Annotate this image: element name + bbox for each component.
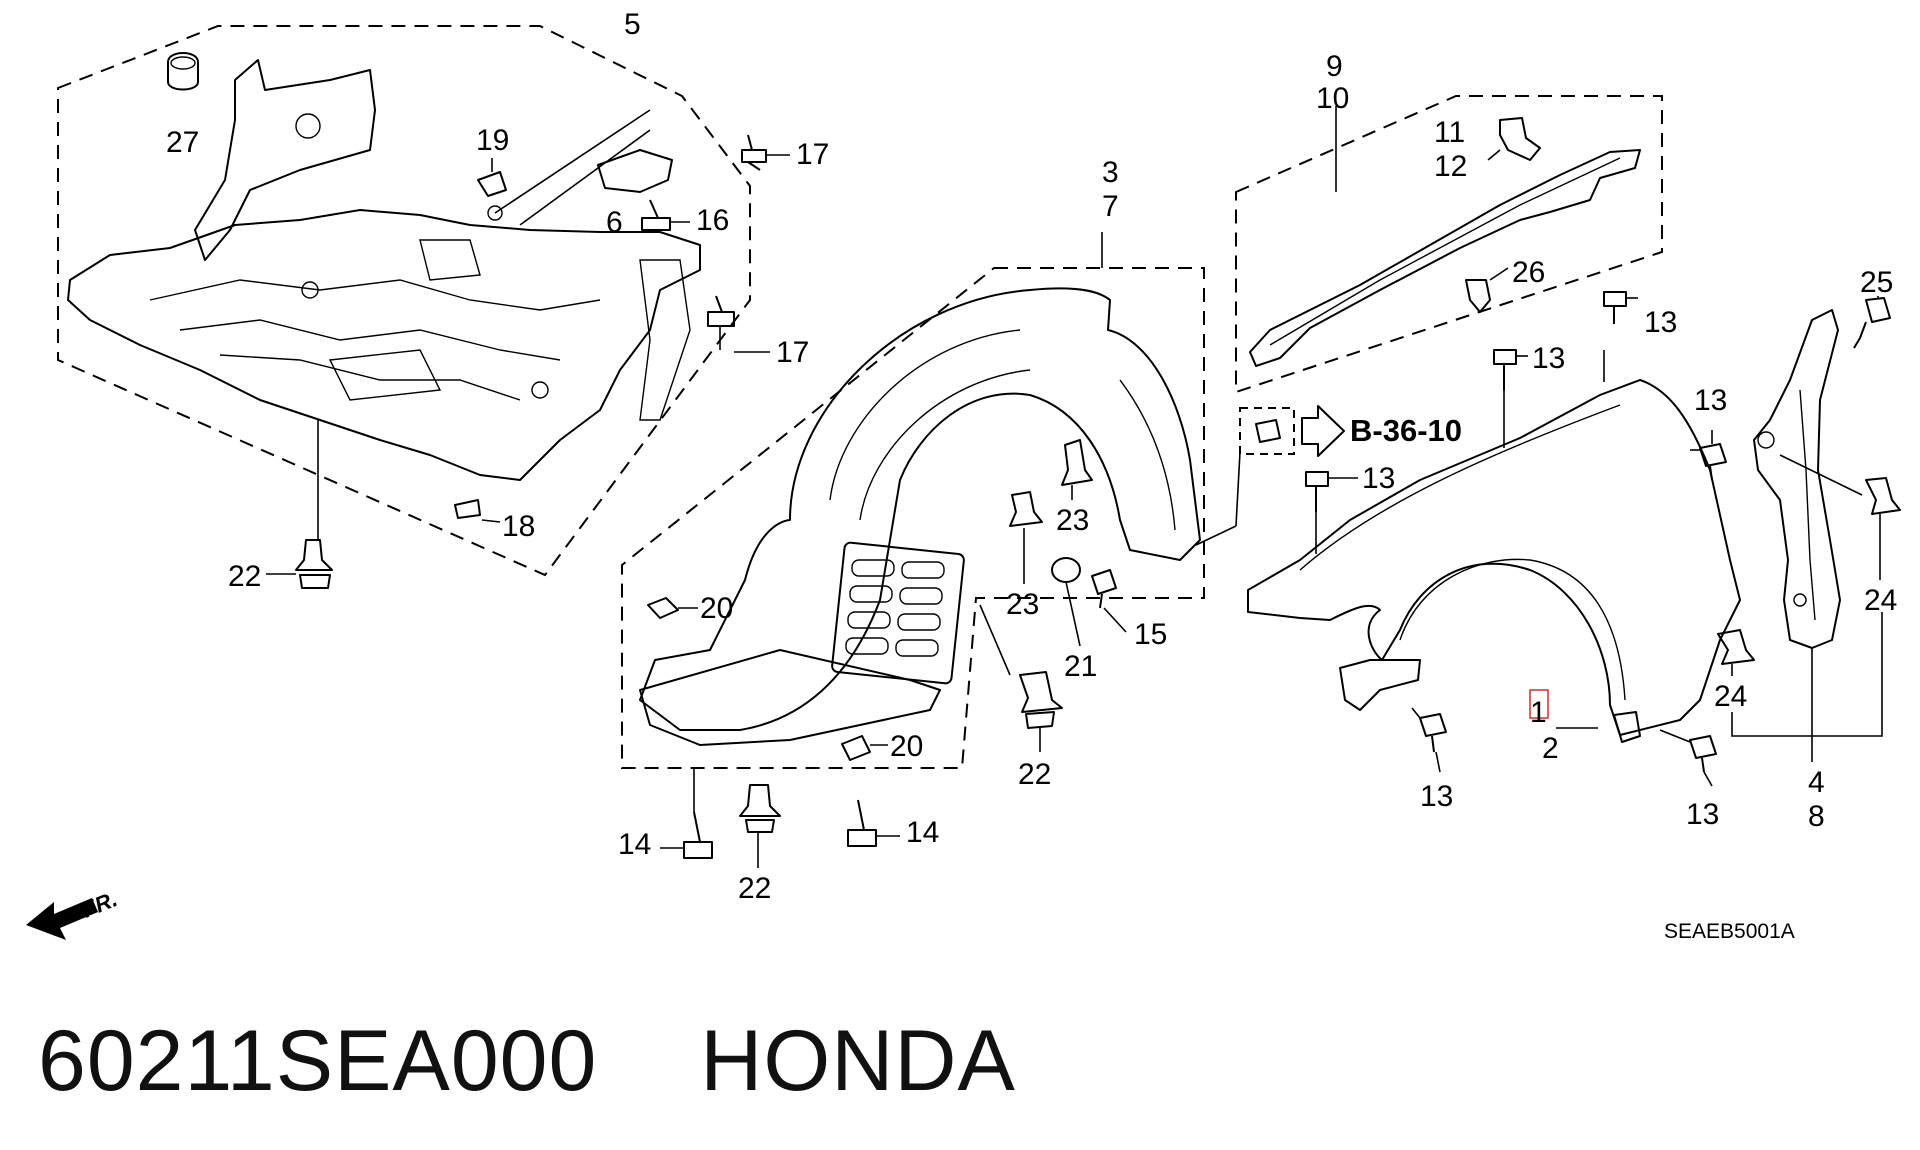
front-direction-label: FR. [79,886,121,922]
callout-11: 11 [1434,116,1465,149]
part-13-bolt-e [1411,707,1447,773]
part-24-clip-right [1865,477,1901,580]
brand-name: HONDA [700,1013,1016,1109]
part-14-bolt-left [660,768,713,859]
part-13-bolt-c [1305,471,1358,554]
inner-fender-group [621,232,1205,769]
callout-8: 8 [1808,800,1825,833]
callout-17-b: 17 [776,336,809,369]
callout-13-f: 13 [1686,798,1719,831]
part-18-nut [454,499,501,523]
part-13-bolt-b [1493,349,1528,448]
callout-24-b: 24 [1714,680,1747,713]
undercover-panel [67,209,701,481]
callout-1: 1 [1530,696,1547,729]
rail-group [1235,95,1663,394]
callout-19: 19 [476,124,509,157]
callout-21: 21 [1064,650,1097,683]
callout-20-b: 20 [890,730,923,763]
highlight-box [1529,689,1549,719]
part-22-clip-right [979,604,1063,752]
part-23-clip-lower [1009,491,1043,584]
part-13-bolt-f [1659,729,1717,787]
part-27-grommet [167,52,199,91]
callout-13-a: 13 [1644,306,1677,339]
parts-diagram: B-36-10 [26,8,1901,943]
part-22-clip-center [739,784,781,868]
reference-arrow [1301,405,1345,457]
part-17-bolt-lower [707,295,770,353]
side-bracket-group [1753,309,1863,762]
part-number: 60211SEA000 [38,1013,598,1109]
reference-label: B-36-10 [1350,413,1462,448]
drawing-code: SEAEB5001A [1664,920,1795,943]
callout-27: 27 [166,126,199,159]
part-15-screw [1091,569,1127,633]
inner-fender-frame [621,267,1205,769]
callout-23-b: 23 [1006,588,1039,621]
callout-14-b: 14 [906,816,939,849]
part-26-clip [1465,267,1509,313]
callout-labels: 1 2 3 4 5 6 7 8 9 10 11 12 13 13 13 13 1… [166,8,1897,905]
front-direction-indicator: FR. [26,886,121,940]
inner-fender-vent [831,541,965,685]
part-17-bolt-upper [741,134,790,171]
rail-bar [1249,149,1641,367]
callout-13-b: 13 [1532,342,1565,375]
side-bracket [1753,309,1841,649]
callout-24-a: 24 [1864,584,1897,617]
callout-22-b: 22 [738,872,771,905]
callout-23-a: 23 [1056,504,1089,537]
callout-18: 18 [502,510,535,543]
front-arrow-icon [26,898,98,940]
callout-7: 7 [1102,190,1119,223]
part-11-bracket [1499,117,1541,161]
undercover-bracket [194,59,376,261]
part-25-clip [1853,296,1891,349]
part-24-clip-left [1717,629,1755,676]
callout-13-e: 13 [1420,780,1453,813]
callout-17-a: 17 [796,138,829,171]
callout-25: 25 [1860,266,1893,299]
inner-fender-liner [639,287,1201,731]
part-6-plate [597,149,673,193]
reference-link: B-36-10 [1195,405,1462,546]
callout-22-c: 22 [1018,758,1051,791]
part-14-bolt-right [847,799,900,847]
part-16-bolt [641,199,690,231]
callout-13-d: 13 [1694,384,1727,417]
callout-22-a: 22 [228,560,261,593]
callout-4: 4 [1808,766,1825,799]
fender-group [1247,350,1741,743]
footer: 60211SEA000 HONDA [38,1012,1016,1122]
part-13-bolt-a [1603,291,1638,324]
callout-26: 26 [1512,256,1545,289]
callout-9: 9 [1326,50,1343,83]
callout-13-c: 13 [1362,462,1395,495]
callout-15: 15 [1134,618,1167,651]
part-13-bolt-d [1690,430,1727,481]
part-23-clip-upper [1061,439,1093,500]
part-19-clip [477,158,507,197]
fender-bracket-lower [1339,659,1421,711]
rail-frame [1235,95,1663,394]
fender-panel [1247,379,1741,736]
callout-5: 5 [624,8,641,41]
callout-10: 10 [1316,82,1349,115]
callout-14-a: 14 [618,828,651,861]
callout-6: 6 [606,206,623,239]
callout-3: 3 [1102,156,1119,189]
callout-2: 2 [1542,732,1559,765]
callout-20-a: 20 [700,592,733,625]
callout-12: 12 [1434,150,1467,183]
part-21-plug [1051,557,1081,647]
undercover-frame [57,25,751,577]
part-22-clip-left [266,420,333,589]
callout-16: 16 [696,204,729,237]
side-bracket-leader [1731,612,1883,737]
undercover-group [57,25,751,577]
part-20-clip-lower [841,735,888,761]
part-20-clip-upper [647,597,698,619]
